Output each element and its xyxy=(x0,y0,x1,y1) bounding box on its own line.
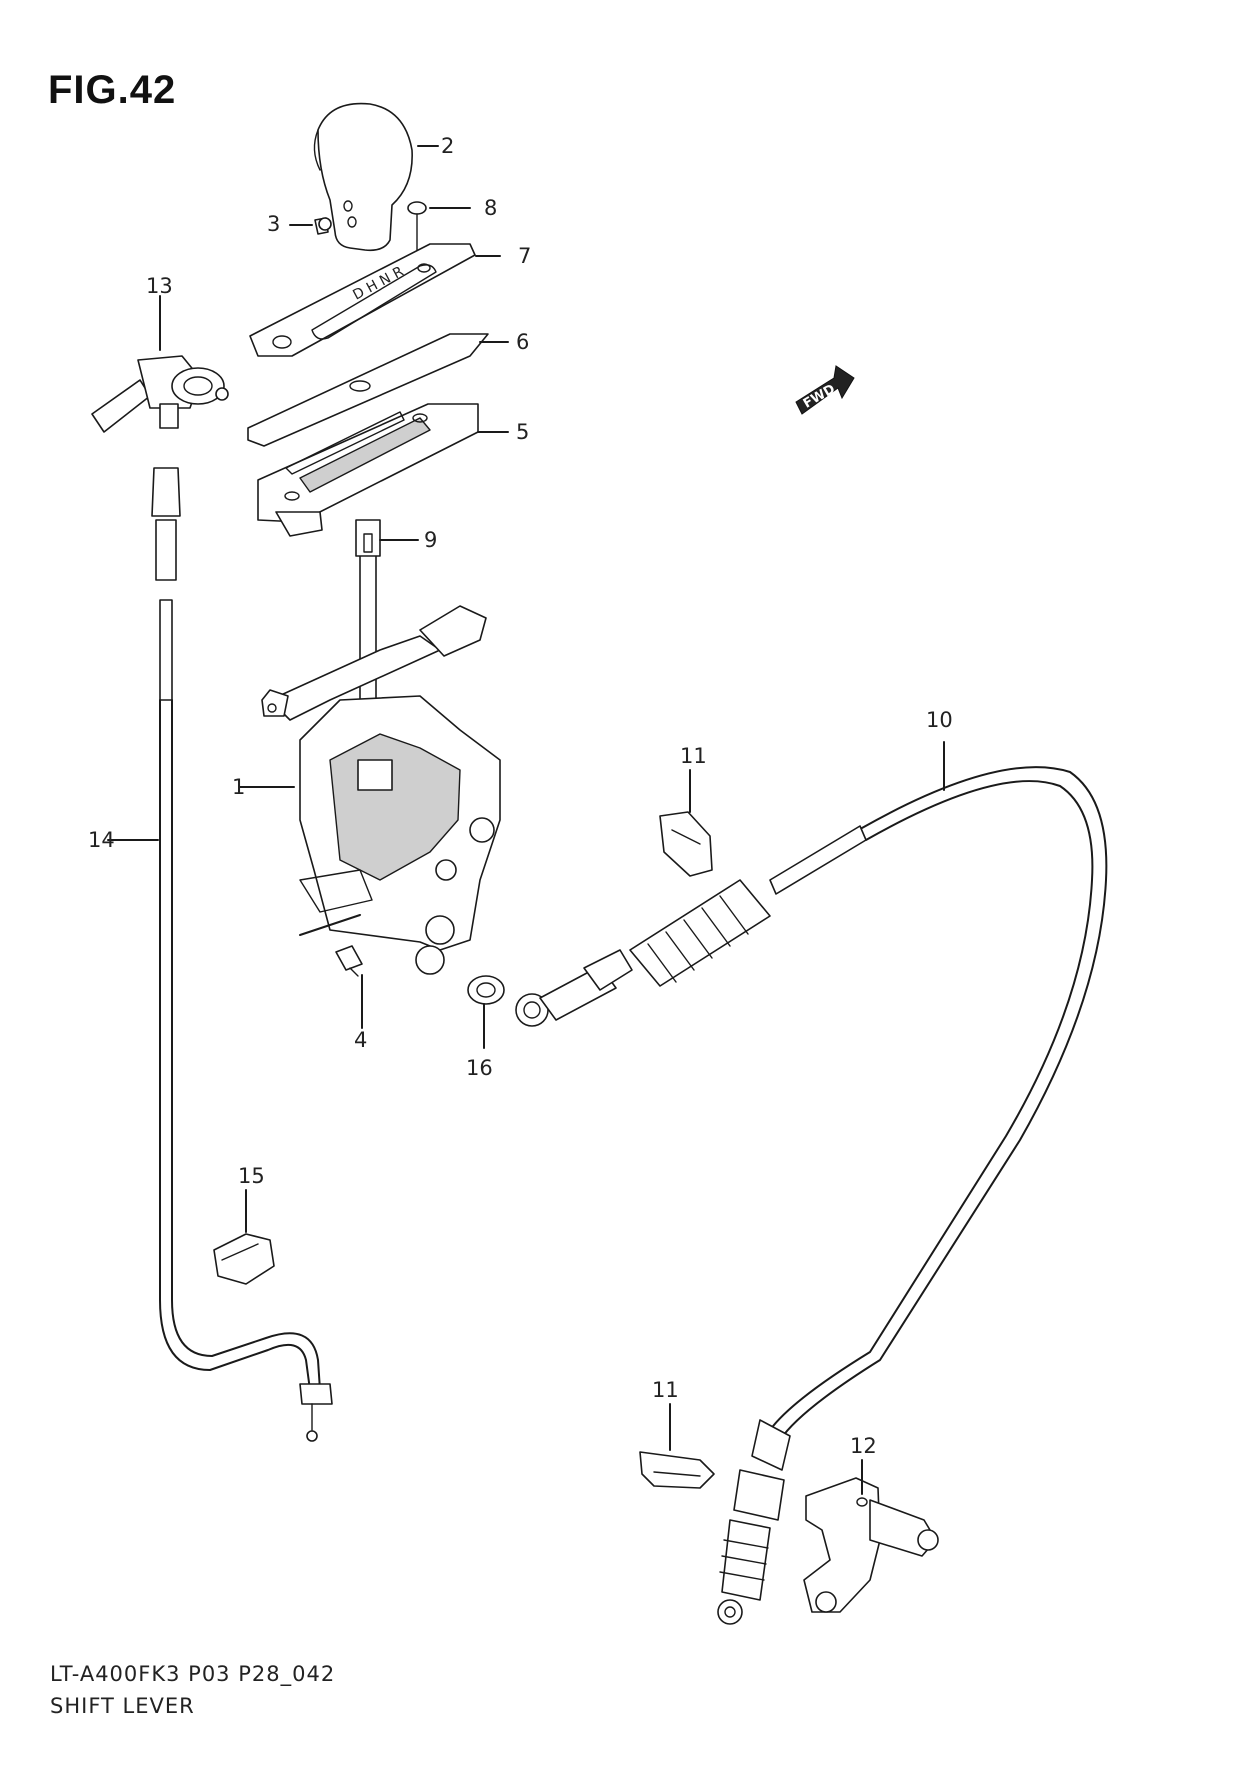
callout-13: 13 xyxy=(146,274,173,298)
callout-12: 12 xyxy=(850,1434,877,1458)
callout-16: 16 xyxy=(466,1056,493,1080)
cable-part-14 xyxy=(107,467,333,1442)
bolt-part-4 xyxy=(335,945,363,1029)
seal-plate-part xyxy=(247,333,509,447)
callout-11-upper: 11 xyxy=(680,744,707,768)
switch-part-13 xyxy=(91,295,229,433)
shift-bracket-assembly-part xyxy=(239,605,501,975)
callout-4: 4 xyxy=(354,1028,368,1052)
callout-7: 7 xyxy=(518,244,532,268)
callout-15: 15 xyxy=(238,1164,265,1188)
clip-part-11-lower xyxy=(639,1403,715,1489)
callout-2: 2 xyxy=(441,134,455,158)
clamp-part-15 xyxy=(213,1189,275,1285)
screw-part-3 xyxy=(289,217,332,235)
clip-part-11-upper xyxy=(659,769,713,877)
callout-5: 5 xyxy=(516,420,530,444)
screw-part-8 xyxy=(407,201,471,263)
diagram-caption: SHIFT LEVER xyxy=(50,1694,195,1718)
shift-cable-part-10 xyxy=(515,741,1108,1625)
callout-3: 3 xyxy=(267,212,281,236)
callout-8: 8 xyxy=(484,196,498,220)
shift-knob-part xyxy=(313,102,439,252)
base-plate-part xyxy=(257,403,509,537)
callout-11-lower: 11 xyxy=(652,1378,679,1402)
bushing-part-16 xyxy=(467,975,505,1049)
callout-9: 9 xyxy=(424,528,438,552)
diagram-code: LT-A400FK3 P03 P28_042 xyxy=(50,1662,336,1686)
figure-title: FIG.42 xyxy=(48,68,177,112)
callout-1: 1 xyxy=(232,775,246,799)
callout-6: 6 xyxy=(516,330,530,354)
callout-14: 14 xyxy=(88,828,115,852)
callout-10: 10 xyxy=(926,708,953,732)
bracket-part-12 xyxy=(803,1459,939,1613)
fwd-arrow-icon: FWD xyxy=(795,365,855,415)
fwd-arrow-label: FWD xyxy=(801,382,838,412)
